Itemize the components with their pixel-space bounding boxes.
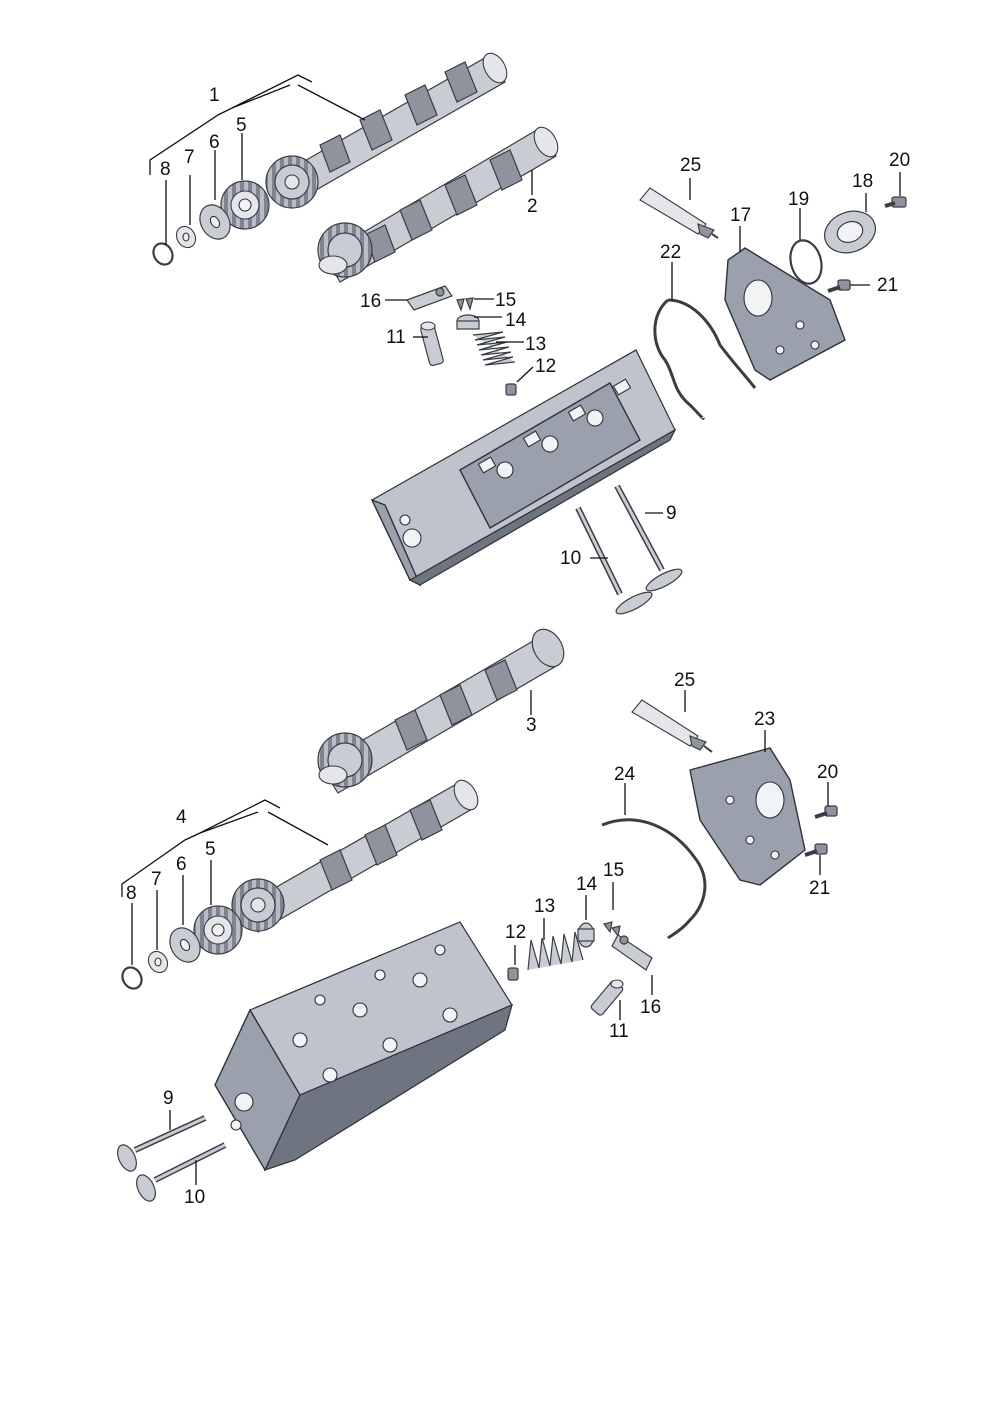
rocker-16-lower xyxy=(611,934,653,971)
valve-10-lower xyxy=(136,1142,227,1202)
o-ring-19 xyxy=(789,239,823,285)
callout-25-upper: 25 xyxy=(680,155,701,176)
callout-19: 19 xyxy=(788,189,809,210)
callout-5-lower: 5 xyxy=(205,839,216,860)
callout-20-upper: 20 xyxy=(889,150,910,171)
spring-cap-14-lower xyxy=(577,922,595,948)
callout-7-lower: 7 xyxy=(151,869,162,890)
bolt-21-lower xyxy=(804,843,828,857)
callout-17: 17 xyxy=(730,205,751,226)
callout-5-upper: 5 xyxy=(236,115,247,136)
callout-8-upper: 8 xyxy=(160,159,171,180)
callout-6-lower: 6 xyxy=(176,854,187,875)
callout-14-lower: 14 xyxy=(576,874,598,895)
callout-24: 24 xyxy=(614,764,636,785)
lifter-11-lower xyxy=(590,979,624,1016)
cylinder-head-lower xyxy=(214,921,513,1172)
callout-6-upper: 6 xyxy=(209,132,220,153)
callout-3: 3 xyxy=(526,715,537,736)
callout-20-lower: 20 xyxy=(817,762,838,783)
ring-8-upper xyxy=(152,242,174,266)
valve-keys-15-upper xyxy=(456,297,474,312)
camshaft-2 xyxy=(317,126,559,283)
sealant-tube-25-upper xyxy=(639,187,719,239)
washer-6-upper xyxy=(199,204,231,240)
leader-lines xyxy=(121,74,901,1185)
callout-13-upper: 13 xyxy=(525,334,546,355)
upper-assembly xyxy=(152,52,907,615)
callout-18: 18 xyxy=(852,171,873,192)
callout-8-lower: 8 xyxy=(126,883,137,904)
timing-cover-23 xyxy=(689,747,806,886)
callout-9-lower: 9 xyxy=(163,1088,174,1109)
camshaft-1 xyxy=(265,52,508,209)
callout-11-upper: 11 xyxy=(386,327,406,348)
camshaft-4 xyxy=(231,779,479,933)
callout-15-lower: 15 xyxy=(603,860,624,881)
lower-assembly xyxy=(117,628,838,1202)
ring-8-lower xyxy=(121,966,143,990)
callout-16-lower: 16 xyxy=(640,997,661,1018)
gasket-22 xyxy=(653,298,757,420)
seal-12-upper xyxy=(505,383,517,396)
camshaft-3 xyxy=(317,628,565,794)
valve-9-upper xyxy=(614,484,683,592)
timing-cover-17 xyxy=(724,247,846,381)
bolt-21-upper xyxy=(827,279,851,293)
callout-9-upper: 9 xyxy=(666,503,677,524)
callout-12-lower: 12 xyxy=(505,922,526,943)
valve-10-upper xyxy=(575,506,653,615)
seal-12-lower xyxy=(507,967,519,981)
sealant-tube-25-lower xyxy=(631,699,713,753)
bolt-20-upper xyxy=(884,196,907,208)
callout-21-upper: 21 xyxy=(877,275,898,296)
cylinder-head-upper xyxy=(370,349,677,587)
callout-25-lower: 25 xyxy=(674,670,695,691)
spring-13-lower xyxy=(527,931,584,971)
valve-9-lower xyxy=(117,1115,207,1172)
callout-21-lower: 21 xyxy=(809,878,830,899)
callout-4: 4 xyxy=(176,807,187,828)
callout-16-upper: 16 xyxy=(360,291,381,312)
washer-7-upper xyxy=(175,225,197,249)
callout-15-upper: 15 xyxy=(495,290,516,311)
callout-12-upper: 12 xyxy=(535,356,556,377)
bolt-20-lower xyxy=(814,805,838,819)
sprocket-5-upper xyxy=(220,180,270,230)
washer-6-lower xyxy=(169,927,201,963)
callout-2-upper: 2 xyxy=(527,196,538,217)
washer-7-lower xyxy=(147,950,169,974)
callout-10-upper: 10 xyxy=(560,548,581,569)
rocker-16-upper xyxy=(406,285,453,311)
valve-keys-15-lower xyxy=(602,921,621,938)
sprocket-5-lower xyxy=(193,905,243,955)
gasket-24 xyxy=(601,818,707,940)
callout-14-upper: 14 xyxy=(505,310,527,331)
callout-7-upper: 7 xyxy=(184,147,195,168)
lifter-11-upper xyxy=(420,321,444,367)
seal-flange-18 xyxy=(824,210,876,254)
callout-11-lower: 11 xyxy=(609,1021,629,1042)
callout-10-lower: 10 xyxy=(184,1187,205,1208)
callout-1-upper: 1 xyxy=(209,85,220,106)
spring-13-upper xyxy=(472,331,516,366)
callout-23: 23 xyxy=(754,709,775,730)
callout-labels: 1 2 5 6 7 8 16 15 14 11 13 12 9 10 22 25… xyxy=(126,85,910,1208)
callout-22: 22 xyxy=(660,242,681,263)
spring-cap-14-upper xyxy=(456,314,480,330)
callout-13-lower: 13 xyxy=(534,896,555,917)
